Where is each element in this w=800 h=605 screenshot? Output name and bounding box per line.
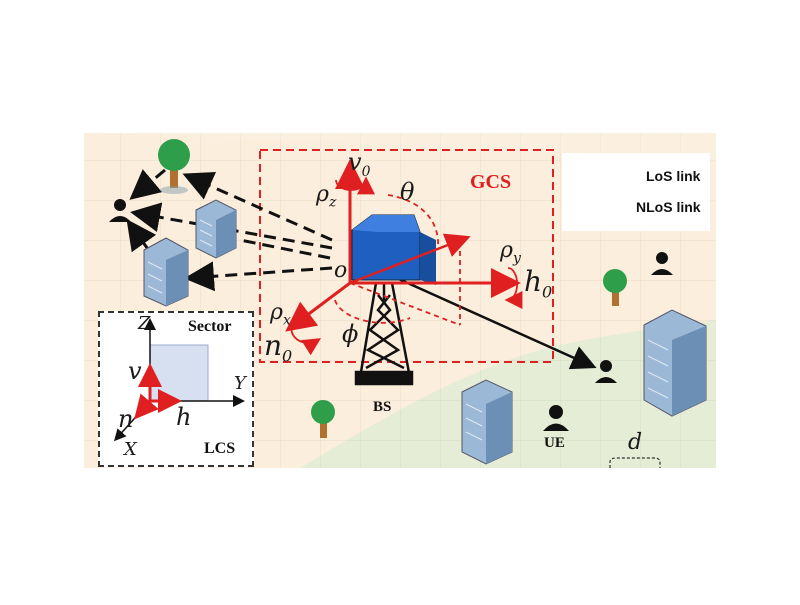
lcs-graphics bbox=[113, 318, 245, 442]
lcs-axis-z: Z bbox=[138, 313, 151, 334]
lcs-vec-n: n bbox=[118, 405, 134, 433]
h0-label: h0 bbox=[524, 265, 553, 302]
building-icon bbox=[461, 379, 513, 465]
distance-bracket bbox=[609, 457, 661, 468]
user-icons bbox=[109, 199, 673, 431]
tree-icons bbox=[158, 139, 627, 438]
lcs-title: Sector bbox=[188, 318, 232, 335]
user-icon bbox=[543, 405, 569, 431]
v0-label: v0 bbox=[348, 148, 371, 180]
lcs-vec-v: v bbox=[128, 357, 142, 385]
lcs-inset: Sector LCS Z Y X v h n bbox=[98, 311, 254, 467]
legend: LoS link NLoS link bbox=[562, 153, 710, 231]
lcs-axis-y: Y bbox=[234, 373, 246, 394]
lcs-axis-x: X bbox=[124, 439, 137, 460]
legend-los-label: LoS link bbox=[646, 168, 701, 184]
building-icon bbox=[195, 199, 237, 259]
d-label: d bbox=[628, 430, 643, 455]
rho-z-label: ρz bbox=[316, 182, 337, 211]
theta-label: θ bbox=[400, 178, 415, 206]
rho-y-label: ρy bbox=[500, 238, 521, 267]
tree-icon bbox=[311, 400, 335, 438]
bs-tower bbox=[354, 282, 414, 386]
origin-label: o bbox=[334, 258, 348, 283]
tree-icon bbox=[603, 269, 627, 306]
angle-guides bbox=[334, 194, 461, 326]
user-icon bbox=[109, 199, 131, 222]
gcs-label: GCS bbox=[470, 171, 512, 193]
tree-icon bbox=[158, 139, 190, 194]
legend-nlos-label: NLoS link bbox=[636, 199, 701, 215]
ue-label: UE bbox=[544, 435, 565, 451]
n0-label: n0 bbox=[264, 329, 293, 366]
building-icon bbox=[643, 309, 707, 417]
lcs-vec-h: h bbox=[176, 403, 192, 431]
user-icon bbox=[651, 252, 673, 275]
gcs-axes bbox=[285, 159, 523, 356]
user-icon bbox=[595, 360, 617, 383]
building-icons bbox=[143, 199, 707, 465]
building-icon bbox=[143, 237, 189, 307]
phi-label: ϕ bbox=[342, 320, 359, 348]
rho-x-label: ρx bbox=[270, 300, 291, 329]
bs-label: BS bbox=[373, 399, 392, 415]
lcs-footer: LCS bbox=[204, 440, 236, 457]
